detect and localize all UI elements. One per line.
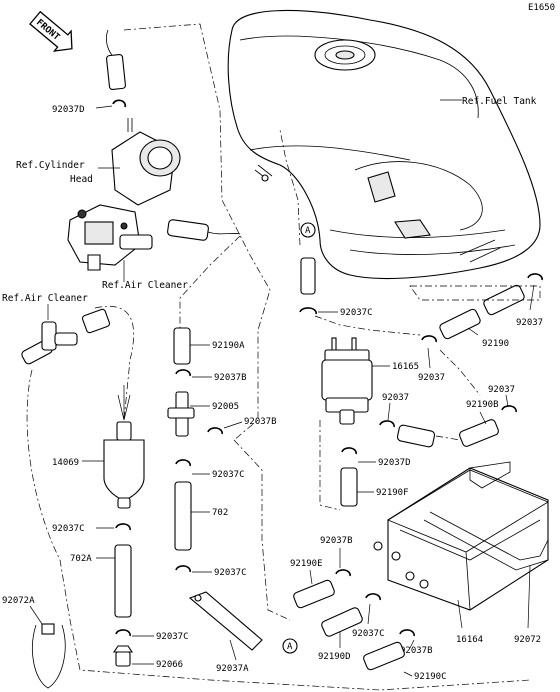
- label-92037B-d: 92037B: [400, 646, 433, 656]
- hose-92190A: [173, 327, 191, 365]
- hose-702A: [114, 544, 132, 618]
- fitting-92066: [112, 645, 134, 667]
- label-92190D: 92190D: [318, 652, 351, 662]
- hose-mid-right: [396, 424, 436, 448]
- front-arrow-icon: FRONT: [29, 10, 73, 52]
- label-92037C-d: 92037C: [352, 629, 385, 639]
- hose-clamp: [379, 420, 395, 428]
- label-92190F: 92190F: [376, 488, 409, 498]
- label-92037-a: 92037: [418, 373, 445, 383]
- page-code: E1650: [528, 3, 555, 13]
- hose-92190D: [321, 607, 363, 637]
- callout-a-upper: A: [300, 222, 316, 238]
- hose-92190E: [293, 579, 335, 609]
- hose-clamp: [421, 335, 437, 343]
- callout-a-lower-letter: A: [287, 642, 293, 652]
- label-92037D-top: 92037D: [52, 105, 85, 115]
- label-92037C-c: 92037C: [156, 632, 189, 642]
- hose-clamp: [335, 569, 351, 577]
- label-92037D-mid: 92037D: [378, 458, 411, 468]
- hose-702: [174, 481, 192, 551]
- cable-tie-92072A: [32, 623, 66, 689]
- hose-routing-lines: [26, 23, 541, 691]
- hose-clamp: [501, 405, 517, 413]
- hose-clamp: [399, 629, 415, 637]
- hose-clamp: [527, 273, 543, 281]
- label-92072A: 92072A: [2, 596, 35, 606]
- callout-a-upper-letter: A: [305, 226, 311, 236]
- hose-clamp: [365, 593, 381, 601]
- label-92037C-left: 92037C: [52, 524, 85, 534]
- hose-clamp: [175, 369, 191, 377]
- label-92190B: 92190B: [466, 400, 499, 410]
- callout-a-lower: A: [282, 638, 298, 654]
- label-92037C-mid: 92037C: [340, 308, 373, 318]
- hose-clamp: [207, 427, 223, 435]
- hose-92190: [439, 308, 481, 340]
- fuel-tank: [227, 9, 541, 280]
- hose-92190B: [459, 419, 499, 447]
- label-14069: 14069: [52, 458, 79, 468]
- canister-16164: [373, 461, 549, 611]
- hose-clamp: [175, 565, 191, 573]
- hose-clamp: [341, 447, 357, 455]
- ref-air-cleaner-2: Ref.Air Cleaner: [2, 293, 88, 304]
- label-92037B-c: 92037B: [320, 536, 353, 546]
- label-92190A: 92190A: [212, 341, 245, 351]
- bracket-92072: [423, 511, 549, 571]
- air-cleaner-joint: [21, 308, 111, 365]
- ref-cylinder-head-line1: Ref.Cylinder: [16, 160, 85, 171]
- label-16165: 16165: [392, 362, 419, 372]
- hose-clamp: [115, 629, 131, 637]
- label-92037C-b: 92037C: [214, 568, 247, 578]
- label-92072: 92072: [514, 635, 541, 645]
- air-cleaner-valve: [67, 204, 153, 271]
- hose-clamp: [175, 459, 191, 467]
- label-92037-b: 92037: [488, 385, 515, 395]
- fuel-filter: [103, 385, 145, 509]
- cylinder-head-fitting: [111, 118, 181, 206]
- label-92037-c: 92037: [382, 393, 409, 403]
- hose-clamp: [299, 307, 317, 315]
- label-92037-d: 92037: [516, 318, 543, 328]
- ref-air-cleaner-1: Ref.Air Cleaner: [102, 280, 188, 291]
- hose-clamp: [115, 523, 131, 531]
- top-hose: [105, 29, 126, 90]
- label-92037C-a: 92037C: [212, 470, 245, 480]
- hose-upper-a: [300, 257, 316, 295]
- valve-outlet-hose: [167, 219, 241, 241]
- label-92190C: 92190C: [414, 672, 447, 682]
- label-92190: 92190: [482, 339, 509, 349]
- label-702A: 702A: [70, 554, 92, 564]
- hose-clamp: [112, 99, 127, 108]
- hose-92190F: [340, 467, 358, 507]
- ref-fuel-tank: Ref.Fuel Tank: [462, 96, 537, 107]
- label-92037B-a: 92037B: [214, 373, 247, 383]
- ref-cylinder-head-line2: Head: [70, 174, 93, 185]
- valve-16165: [321, 337, 373, 425]
- label-702: 702: [212, 508, 228, 518]
- label-92037B-b: 92037B: [244, 417, 277, 427]
- bracket-92037A: [188, 591, 263, 651]
- hose-92190C: [363, 641, 405, 671]
- label-92066: 92066: [156, 660, 183, 670]
- label-16164: 16164: [456, 635, 483, 645]
- label-92037A: 92037A: [216, 664, 249, 674]
- t-fitting-92005: [167, 391, 195, 437]
- label-92190E: 92190E: [290, 559, 323, 569]
- label-92005: 92005: [212, 402, 239, 412]
